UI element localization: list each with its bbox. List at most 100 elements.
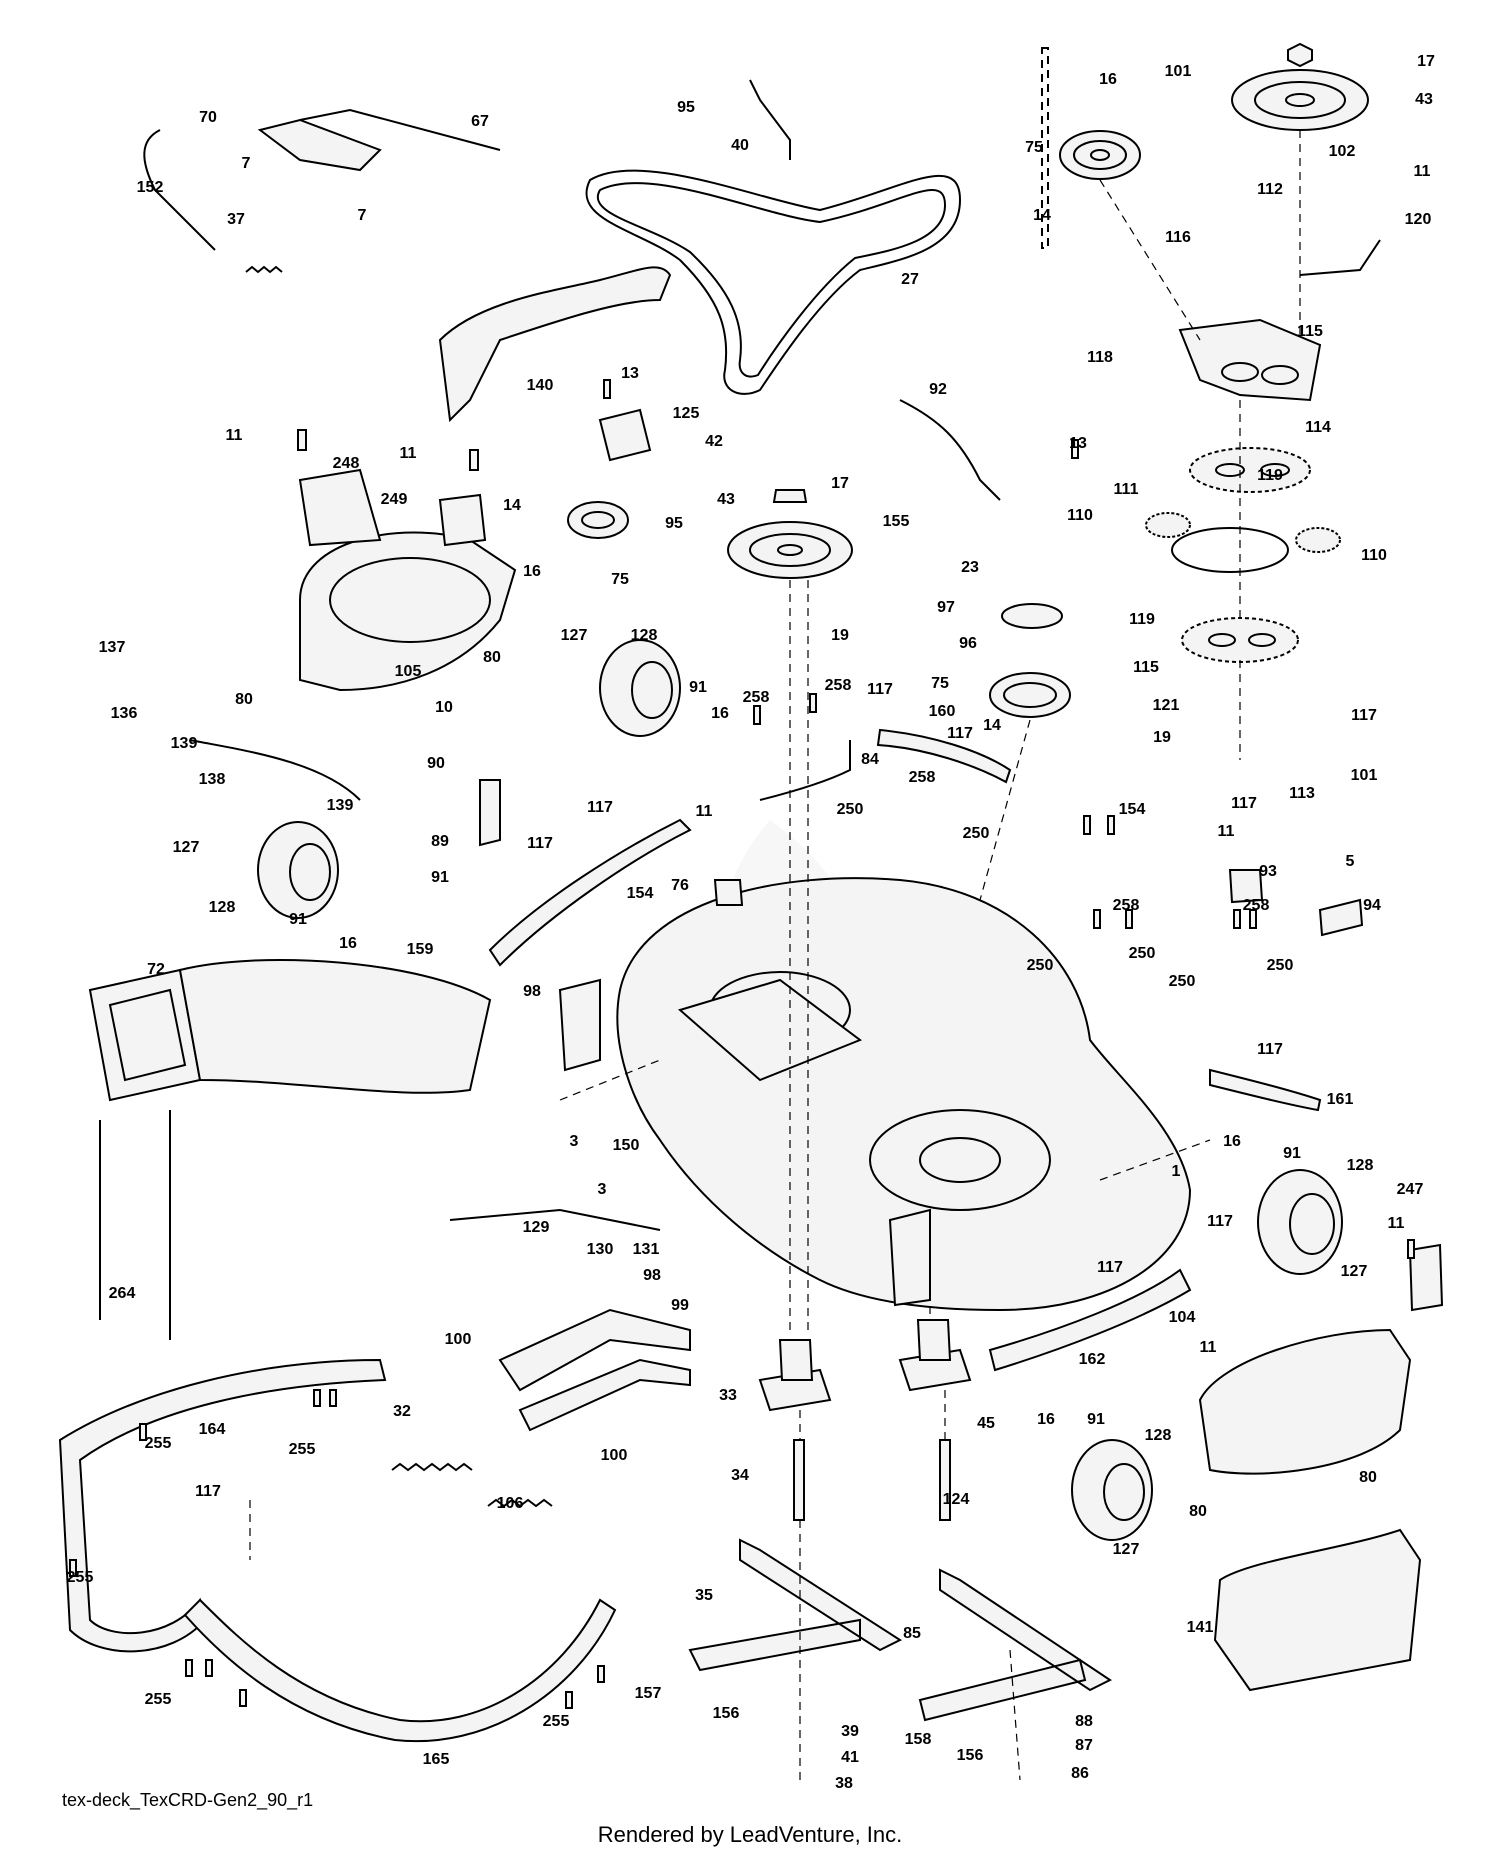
idler-pulley-center xyxy=(989,672,1071,718)
callout-label: 110 xyxy=(1361,547,1387,564)
gear-lower xyxy=(1181,617,1299,663)
callout-label: 91 xyxy=(289,911,307,928)
left-blade xyxy=(688,1538,903,1672)
rod-129 xyxy=(449,1208,661,1231)
callout-label: 80 xyxy=(1189,1503,1207,1520)
callout-label: 88 xyxy=(1075,1713,1093,1730)
callout-label: 117 xyxy=(1207,1213,1233,1230)
callout-label: 85 xyxy=(903,1625,921,1642)
callout-label: 113 xyxy=(1289,785,1315,802)
bracket-76 xyxy=(713,879,744,906)
bracket-248 xyxy=(298,468,382,547)
bracket-94 xyxy=(1318,898,1364,937)
callout-label: 40 xyxy=(731,137,749,154)
callout-label: 264 xyxy=(109,1285,136,1302)
callout-label: 106 xyxy=(497,1495,524,1512)
callout-label: 154 xyxy=(627,885,654,902)
callout-label: 115 xyxy=(1133,659,1159,676)
gearbox-plate xyxy=(1178,318,1322,402)
assembly-guide-lines xyxy=(249,130,1301,1781)
callout-label: 255 xyxy=(543,1713,570,1730)
bracket-89 xyxy=(479,779,501,847)
callout-label: 43 xyxy=(717,491,735,508)
callout-label: 80 xyxy=(235,691,253,708)
belt-shield xyxy=(438,266,672,423)
callout-label: 3 xyxy=(570,1133,579,1150)
callout-label: 104 xyxy=(1169,1309,1196,1326)
wire-120 xyxy=(1299,239,1381,276)
callout-label: 247 xyxy=(1397,1181,1424,1198)
callout-label: 41 xyxy=(841,1749,859,1766)
callout-label: 16 xyxy=(1223,1133,1241,1150)
callout-label: 17 xyxy=(831,475,849,492)
bracket-70 xyxy=(257,118,382,172)
callout-label: 258 xyxy=(825,677,852,694)
callout-label: 121 xyxy=(1153,697,1180,714)
callout-label: 165 xyxy=(423,1751,450,1768)
center-spindle-pulley xyxy=(727,489,853,579)
callout-label: 127 xyxy=(561,627,588,644)
callout-label: 76 xyxy=(671,877,689,894)
callout-label: 91 xyxy=(1087,1411,1105,1428)
callout-label: 100 xyxy=(601,1447,628,1464)
callout-label: 19 xyxy=(831,627,849,644)
callout-label: 248 xyxy=(333,455,360,472)
callout-label: 255 xyxy=(145,1435,172,1452)
callout-label: 258 xyxy=(743,689,770,706)
callout-label: 93 xyxy=(1259,863,1277,880)
callout-label: 101 xyxy=(1351,767,1378,784)
callout-label: 164 xyxy=(199,1421,226,1438)
callout-label: 160 xyxy=(929,703,956,720)
bracket-125 xyxy=(598,408,652,462)
gauge-wheel-left-front xyxy=(599,639,681,737)
callout-label: 16 xyxy=(523,563,541,580)
callout-label: 138 xyxy=(199,771,226,788)
callout-label: 87 xyxy=(1075,1737,1093,1754)
idler-pulley-left xyxy=(567,501,629,539)
rendered-by-footer: Rendered by LeadVenture, Inc. xyxy=(597,1822,903,1847)
callout-label: 250 xyxy=(1027,957,1054,974)
callout-label: 117 xyxy=(527,835,553,852)
callout-label: 117 xyxy=(1097,1259,1123,1276)
callout-label: 90 xyxy=(427,755,445,772)
bracket-249 xyxy=(438,493,487,547)
callout-label: 124 xyxy=(943,1491,970,1508)
callout-label: 11 xyxy=(400,445,417,462)
callout-label: 115 xyxy=(1297,323,1323,340)
callout-label: 37 xyxy=(227,211,245,228)
small-gear-left xyxy=(1145,512,1191,538)
callout-label: 250 xyxy=(837,801,864,818)
callout-label: 117 xyxy=(1231,795,1257,812)
callout-label: 43 xyxy=(1415,91,1433,108)
gasket xyxy=(1171,527,1289,573)
callout-label: 98 xyxy=(643,1267,661,1284)
callout-label: 154 xyxy=(1119,801,1146,818)
drive-belt xyxy=(585,169,962,395)
right-spindle-housing xyxy=(898,1319,972,1392)
deck-hanger-arm xyxy=(498,1308,691,1392)
callout-label: 258 xyxy=(909,769,936,786)
callout-label: 33 xyxy=(719,1387,737,1404)
callout-label: 131 xyxy=(633,1241,660,1258)
callout-label: 250 xyxy=(1129,945,1156,962)
callout-label: 94 xyxy=(1363,897,1381,914)
callout-label: 255 xyxy=(145,1691,172,1708)
fasteners xyxy=(69,47,1415,1709)
callout-label: 152 xyxy=(137,179,164,196)
left-strap-bar xyxy=(488,818,692,967)
rear-baffle xyxy=(183,1598,617,1743)
callout-label: 92 xyxy=(929,381,947,398)
callout-label: 111 xyxy=(1114,481,1139,498)
callout-label: 34 xyxy=(731,1467,749,1484)
callout-label: 157 xyxy=(635,1685,662,1702)
callout-label: 120 xyxy=(1405,211,1432,228)
callout-label: 45 xyxy=(977,1415,995,1432)
callout-label: 162 xyxy=(1079,1351,1106,1368)
callout-label: 3 xyxy=(598,1181,607,1198)
callout-label: 89 xyxy=(431,833,449,850)
callout-label: 117 xyxy=(1351,707,1377,724)
callout-label: 39 xyxy=(841,1723,859,1740)
callout-label: 14 xyxy=(1033,207,1051,224)
